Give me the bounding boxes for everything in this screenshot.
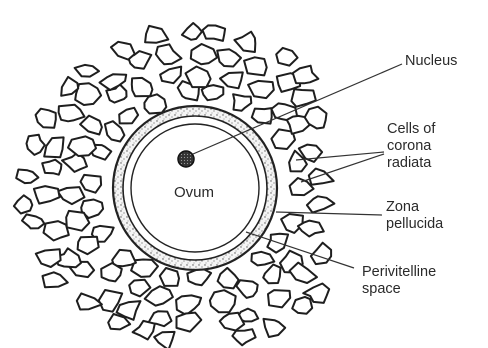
corona-cell (75, 83, 101, 105)
corona-cell (263, 265, 280, 284)
corona-cell (293, 66, 319, 84)
corona-cell (119, 108, 138, 124)
corona-cell (36, 249, 61, 267)
corona-label-line-3: radiata (387, 155, 435, 172)
zona-label-line-2: pellucida (386, 216, 443, 233)
zona-label-line-1: Zona (386, 199, 443, 216)
corona-label-line-2: corona (387, 138, 435, 155)
corona-cell (112, 250, 136, 266)
corona-cell (291, 89, 316, 106)
corona-cell (290, 263, 318, 283)
corona-cell (22, 214, 44, 228)
corona-cell (145, 26, 168, 43)
nucleus (178, 151, 194, 167)
corona-cell (217, 49, 241, 66)
corona-cell (309, 169, 334, 185)
corona-cell (236, 280, 257, 298)
corona-cell (77, 293, 102, 309)
nucleus-label: Nucleus (405, 53, 457, 70)
corona-cell (268, 290, 290, 307)
corona-cell (218, 268, 239, 289)
corona-cell (129, 280, 150, 297)
perivitelline-label-line-2: space (362, 281, 436, 298)
corona-cell (292, 297, 312, 314)
corona-cell (34, 186, 60, 204)
corona-cell (81, 175, 102, 193)
corona-cell (160, 67, 181, 84)
corona-cell (298, 221, 324, 237)
corona-cell (132, 78, 153, 96)
corona-cell (311, 243, 331, 264)
corona-cell (160, 268, 179, 286)
corona-cell (233, 94, 251, 111)
corona-cell (43, 272, 68, 287)
corona-cell (75, 65, 99, 77)
corona-cell (58, 187, 85, 204)
corona-cell (154, 332, 174, 348)
corona-cell (27, 135, 45, 155)
corona-cell (44, 137, 63, 157)
corona-cell (176, 295, 201, 315)
corona-cell (144, 94, 166, 113)
corona-cell (232, 329, 255, 345)
corona-cell (203, 25, 226, 41)
perivitelline-label-line-1: Perivitelline (362, 264, 436, 281)
corona-cell (220, 313, 245, 331)
corona-cell (80, 116, 102, 135)
corona-cell (78, 237, 99, 255)
corona-radiata-label: Cells of corona radiata (387, 121, 435, 172)
corona-cell (276, 48, 297, 66)
corona-cell (111, 42, 135, 60)
corona-cell (191, 44, 217, 64)
corona-cell (68, 136, 96, 156)
corona-cell (44, 221, 69, 240)
perivitelline-space-label: Perivitelline space (362, 264, 436, 298)
corona-cell (14, 195, 32, 213)
corona-cell (16, 170, 38, 184)
corona-cell (234, 32, 255, 52)
zona-pellucida-label: Zona pellucida (386, 199, 443, 233)
corona-cell (36, 109, 56, 128)
corona-cell (264, 319, 286, 337)
corona-cell (177, 313, 202, 332)
corona-cell (182, 23, 202, 40)
corona-cell (251, 252, 274, 266)
corona-cell (42, 160, 61, 175)
corona-cell (281, 214, 303, 233)
corona-cell (307, 196, 335, 212)
corona-cell (59, 105, 85, 122)
corona-cell (244, 57, 267, 75)
corona-cell (220, 72, 243, 88)
ovum-label: Ovum (174, 184, 214, 201)
corona-label-line-1: Cells of (387, 121, 435, 138)
corona-cell (133, 321, 155, 340)
corona-cell (210, 290, 236, 312)
corona-cell (248, 81, 274, 98)
corona-cell (156, 44, 182, 64)
